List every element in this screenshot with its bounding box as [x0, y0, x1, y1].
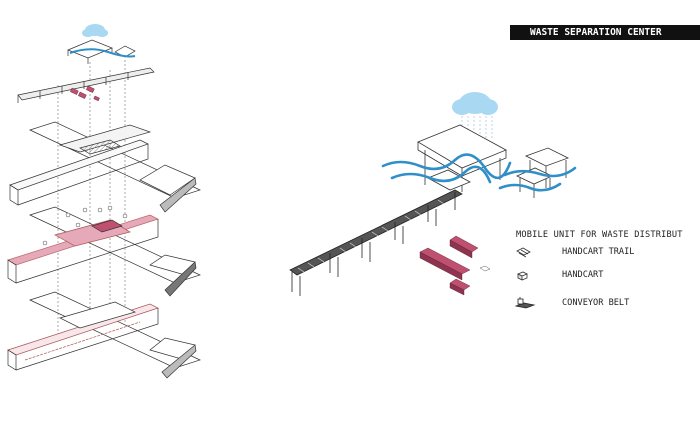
legend-label: CONVEYOR BELT [562, 298, 630, 308]
main-axonometric [289, 92, 577, 296]
legend-item-conveyor-belt: CONVEYOR BELT [514, 296, 700, 312]
legend-label: HANDCART TRAIL [562, 247, 635, 257]
pergola-row [289, 189, 463, 296]
top-crates [70, 85, 100, 102]
level-roof-plan [9, 121, 201, 213]
level-ground-plan [7, 291, 201, 379]
conveyor-belt-icon [514, 297, 536, 309]
page-title: WASTE SEPARATION CENTER [510, 25, 700, 40]
cloud-icon [452, 92, 498, 146]
top-cloud-icon [82, 24, 108, 37]
alignment-lines [57, 60, 126, 340]
exploded-axonometric [7, 24, 201, 379]
top-roof-pavilion [67, 39, 136, 64]
level-middle-plan [7, 206, 201, 297]
crate-blocks [419, 235, 491, 296]
top-canopy-row [17, 67, 155, 103]
handcart-trail-icon [516, 247, 531, 258]
legend-item-handcart-trail: HANDCART TRAIL [514, 245, 700, 261]
legend-item-handcart: HANDCART [514, 268, 700, 284]
level-markers [42, 205, 128, 246]
water-flow [381, 153, 577, 192]
legend-heading: MOBILE UNIT FOR WASTE DISTRIBUT [516, 230, 683, 240]
legend-label: HANDCART [562, 270, 604, 280]
handcart-icon [517, 271, 528, 281]
